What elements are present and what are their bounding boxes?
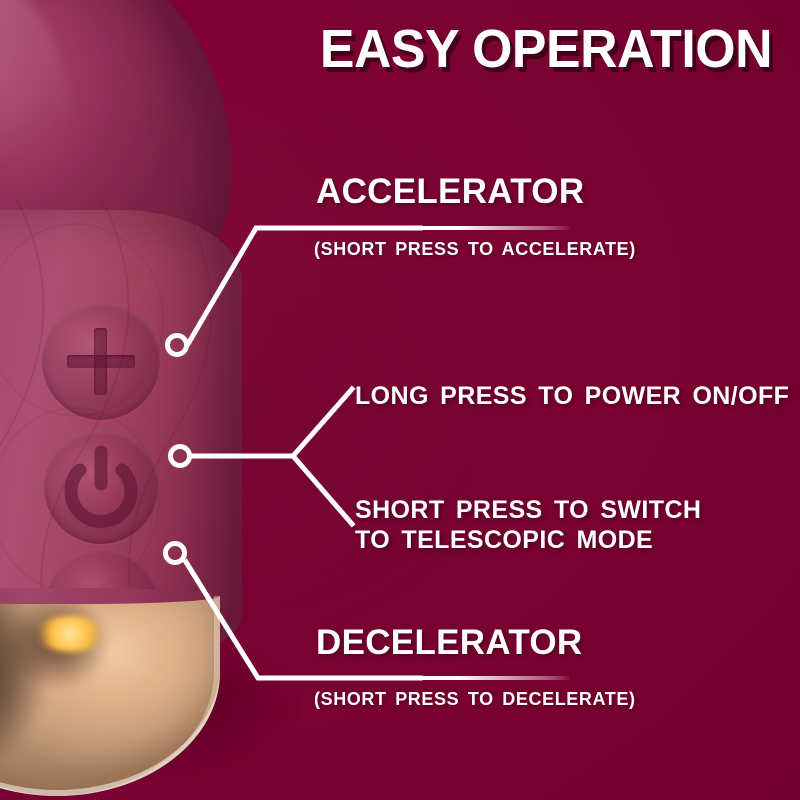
- accelerator-marker-ring[interactable]: [165, 333, 189, 357]
- telescopic-mode-text-line1: SHORT PRESS TO SWITCH: [355, 496, 702, 524]
- accelerator-caption: (SHORT PRESS TO ACCELERATE): [314, 239, 636, 259]
- power-button[interactable]: [44, 430, 158, 544]
- decelerator-marker-ring[interactable]: [163, 541, 187, 565]
- decelerator-heading: DECELERATOR: [316, 623, 583, 662]
- power-icon: [64, 445, 138, 528]
- accelerator-divider: [304, 226, 570, 230]
- decelerator-divider: [304, 676, 570, 680]
- decelerator-caption: (SHORT PRESS TO DECELERATE): [314, 689, 636, 709]
- leader-line-power-lower: [289, 452, 356, 528]
- power-on-off-text: LONG PRESS TO POWER ON/OFF: [355, 382, 790, 410]
- tip-glow-right: [34, 616, 106, 652]
- plus-icon-vertical-bar: [94, 328, 107, 395]
- tip-collar: [0, 588, 220, 604]
- page-title: EASY OPERATION: [319, 19, 773, 79]
- leader-line-power-upper: [289, 385, 356, 460]
- power-marker-ring[interactable]: [168, 444, 192, 468]
- telescopic-mode-text-line2: TO TELESCOPIC MODE: [355, 526, 654, 554]
- accelerator-heading: ACCELERATOR: [316, 172, 585, 211]
- accelerator-button[interactable]: [42, 302, 160, 420]
